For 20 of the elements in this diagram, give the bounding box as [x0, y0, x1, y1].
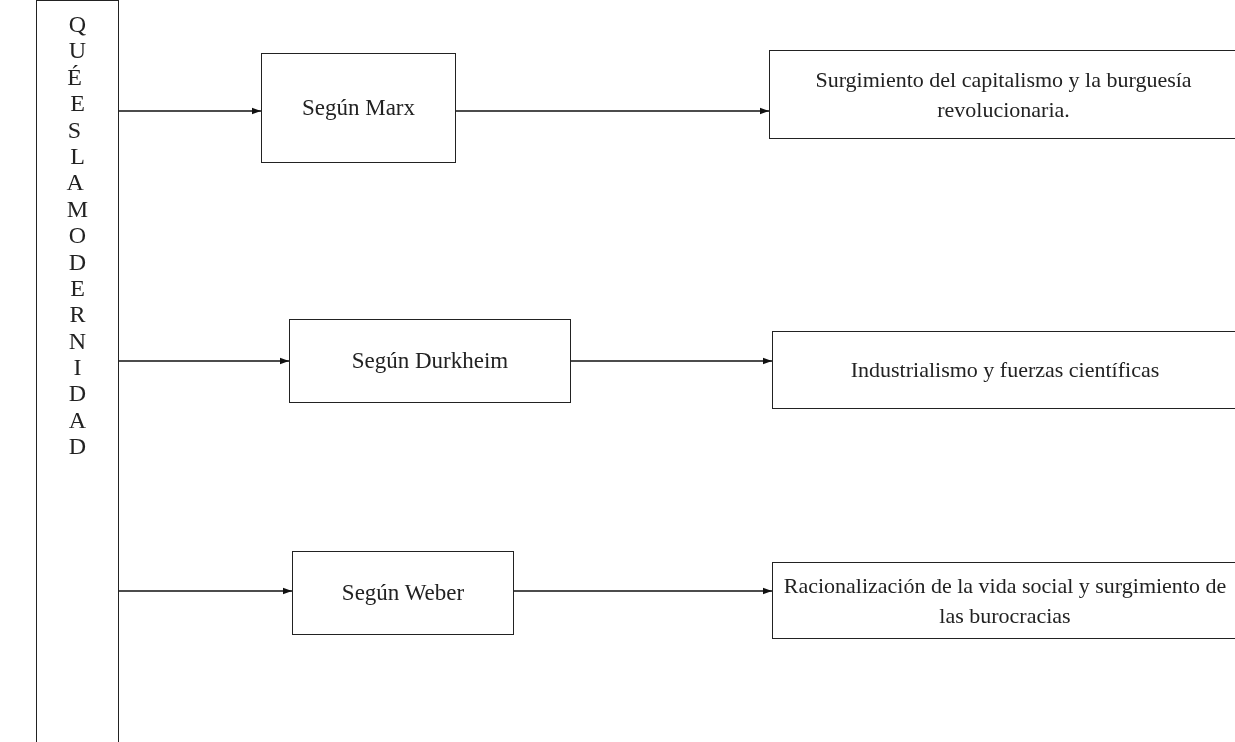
box-text: Surgimiento del capitalismo y la burguesía revolucionaria. [814, 65, 1193, 124]
arrow [118, 107, 262, 115]
arrow [118, 587, 293, 595]
vertical-title: QUÉ ES LA MODERNIDAD [65, 11, 90, 460]
box-text: Según Durkheim [351, 347, 509, 376]
title-box [36, 0, 119, 742]
arrow [570, 357, 773, 365]
arrow [513, 587, 773, 595]
text-box [289, 319, 571, 403]
text-box [772, 331, 1235, 409]
text-box [261, 53, 456, 163]
arrow [118, 357, 290, 365]
text-box [769, 50, 1235, 139]
box-text: Según Weber [341, 579, 465, 608]
box-text: Industrialismo y fuerzas científicas [850, 356, 1160, 385]
box-text: Racionalización de la vida social y surgimiento de las burocracias [782, 571, 1228, 630]
text-box [292, 551, 514, 635]
arrow [455, 107, 770, 115]
box-text: Según Marx [301, 94, 416, 123]
text-box [772, 562, 1235, 639]
